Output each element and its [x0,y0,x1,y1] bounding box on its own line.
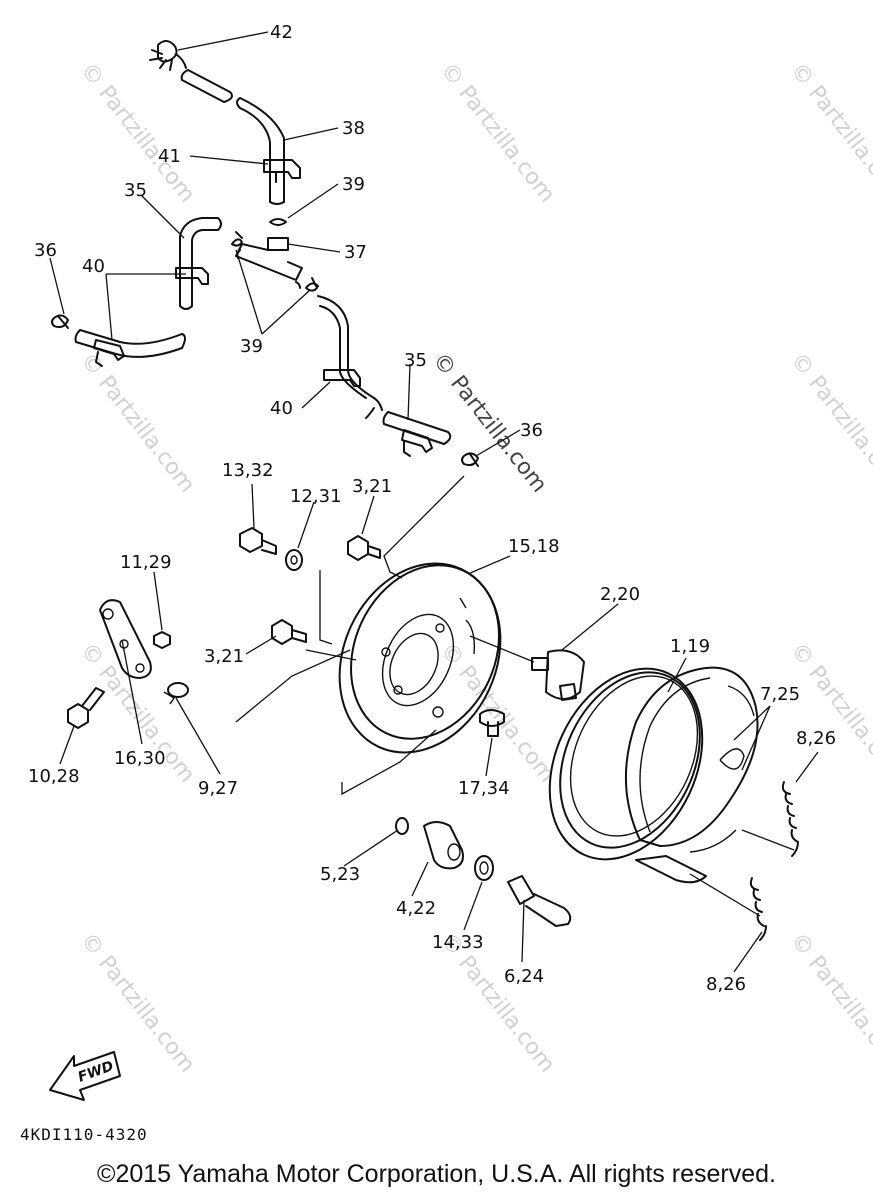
part-label: 3,21 [352,476,392,497]
part-label: 41 [158,146,181,167]
hose-assembly [51,40,479,467]
part-label: 36 [34,240,57,261]
part-label: 35 [124,180,147,201]
fasteners [67,527,505,881]
watermark-text: © Partzilla.com [75,928,199,1077]
part-label: 2,20 [600,584,640,605]
part-label: 16,30 [114,748,166,769]
part-label: 9,27 [198,778,238,799]
brake-shoes [625,666,759,884]
brake-backing-plate [338,562,502,754]
watermark-text: © Partzilla.com [785,638,873,787]
part-label: 5,23 [320,864,360,885]
part-label: 3,21 [204,646,244,667]
part-label: 1,19 [670,636,710,657]
diagram-code: 4KDI110-4320 [20,1125,148,1144]
part-label: 15,18 [508,536,560,557]
part-label: 11,29 [120,552,172,573]
part-label: 37 [344,242,367,263]
part-label: 8,26 [706,974,746,995]
part-label: 39 [342,174,365,195]
camshaft [423,821,464,870]
watermark-text: © Partzilla.com [75,348,199,497]
brake-drum [548,667,704,861]
watermarks: © Partzilla.com © Partzilla.com © Partzi… [75,58,873,1077]
copyright-notice: ©2015 Yamaha Motor Corporation, U.S.A. A… [97,1160,776,1188]
part-label: 12,31 [290,486,342,507]
part-label: 39 [240,336,263,357]
part-label: 40 [270,398,293,419]
part-label: 40 [82,256,105,277]
part-label: 42 [270,22,293,43]
part-label: 6,24 [504,966,544,987]
fwd-arrow: FWD [49,1051,121,1101]
part-labels: 42 38 41 39 35 37 36 40 39 35 40 36 13,3… [28,22,836,995]
part-label: 7,25 [760,684,800,705]
part-label: 8,26 [796,728,836,749]
part-label: 36 [520,420,543,441]
part-label: 17,34 [458,778,510,799]
part-label: 35 [404,350,427,371]
watermark-text: © Partzilla.com [785,58,873,207]
watermark-text: © Partzilla.com [435,58,559,207]
part-label: 14,33 [432,932,484,953]
watermark-text: © Partzilla.com [785,928,873,1077]
clamp-42 [149,40,187,71]
part-label: 38 [342,118,365,139]
leader-lines [49,31,819,973]
shaft [507,875,572,927]
springs [749,781,799,941]
part-label: 10,28 [28,766,80,787]
part-label: 4,22 [396,898,436,919]
watermark-text: © Partzilla.com [785,348,873,497]
cam-lever [531,649,585,701]
part-label: 13,32 [222,460,274,481]
